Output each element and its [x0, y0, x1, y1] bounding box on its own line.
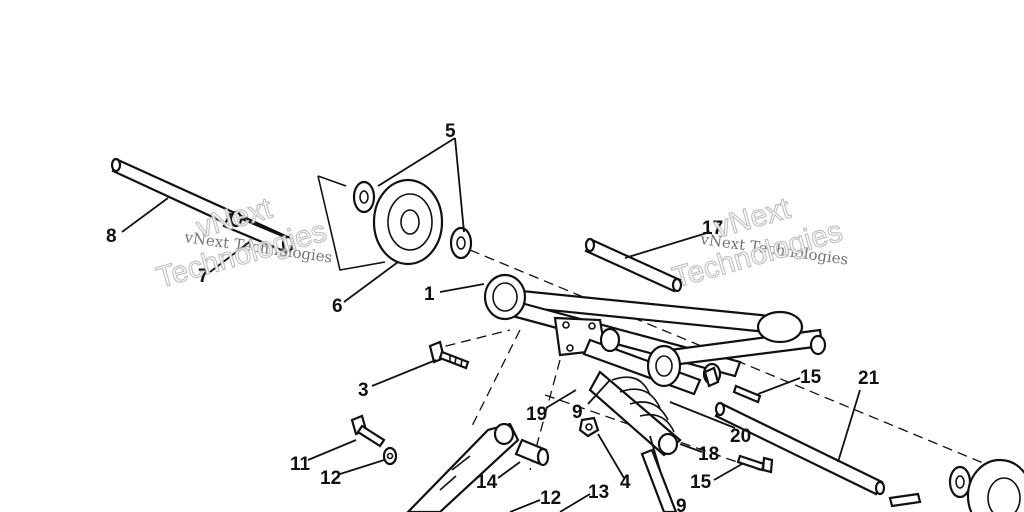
callout-7: 7: [198, 266, 209, 287]
callout-17: 17: [702, 218, 723, 239]
part-bolt-15-lower: [736, 454, 774, 474]
leader-lines: [121, 137, 861, 512]
callout-6: 6: [332, 296, 343, 317]
part-spacer-7: [222, 210, 295, 254]
watermark-right: vNext Technologies vNext Technologies: [668, 191, 849, 295]
callout-14: 14: [476, 472, 498, 493]
part-rod-21: [714, 401, 886, 496]
callout-20: 20: [730, 426, 751, 447]
part-lower-link-arm: [406, 422, 520, 512]
part-idler-wheel-6: [317, 175, 473, 271]
callout-15-lower: 15: [690, 472, 712, 493]
part-cross-tube-20: [582, 327, 722, 396]
part-washer-12: [382, 446, 398, 466]
callout-labels: 1 3 4 5 6 7 8 9 9 11 12 12 13 14 15 15 1…: [106, 121, 880, 512]
callout-15-upper: 15: [800, 367, 822, 388]
callout-12-right: 12: [540, 488, 561, 509]
callout-13: 13: [588, 482, 609, 503]
callout-8: 8: [106, 226, 117, 247]
part-shock-absorber-9: [588, 370, 682, 512]
part-nut-4: [578, 416, 600, 438]
watermark-left: vNext Technologies vNext Technologies: [152, 191, 333, 295]
part-bolt-15-upper: [703, 366, 762, 404]
part-rear-idler-wheel: [888, 458, 1024, 512]
callout-11: 11: [290, 454, 311, 475]
callout-9-lower: 9: [676, 496, 687, 512]
callout-9-upper: 9: [572, 402, 583, 423]
callout-19: 19: [526, 404, 547, 425]
part-bushing-14: [514, 438, 550, 467]
callout-4: 4: [620, 472, 631, 493]
callout-18: 18: [698, 444, 719, 465]
callout-3: 3: [358, 380, 369, 401]
callout-1: 1: [424, 284, 435, 305]
part-bolt-3: [428, 340, 470, 370]
part-bolt-11: [350, 414, 386, 448]
part-rod-17: [584, 237, 683, 293]
callout-12-left: 12: [320, 468, 341, 489]
callout-5: 5: [445, 121, 456, 142]
callout-21: 21: [858, 368, 880, 389]
